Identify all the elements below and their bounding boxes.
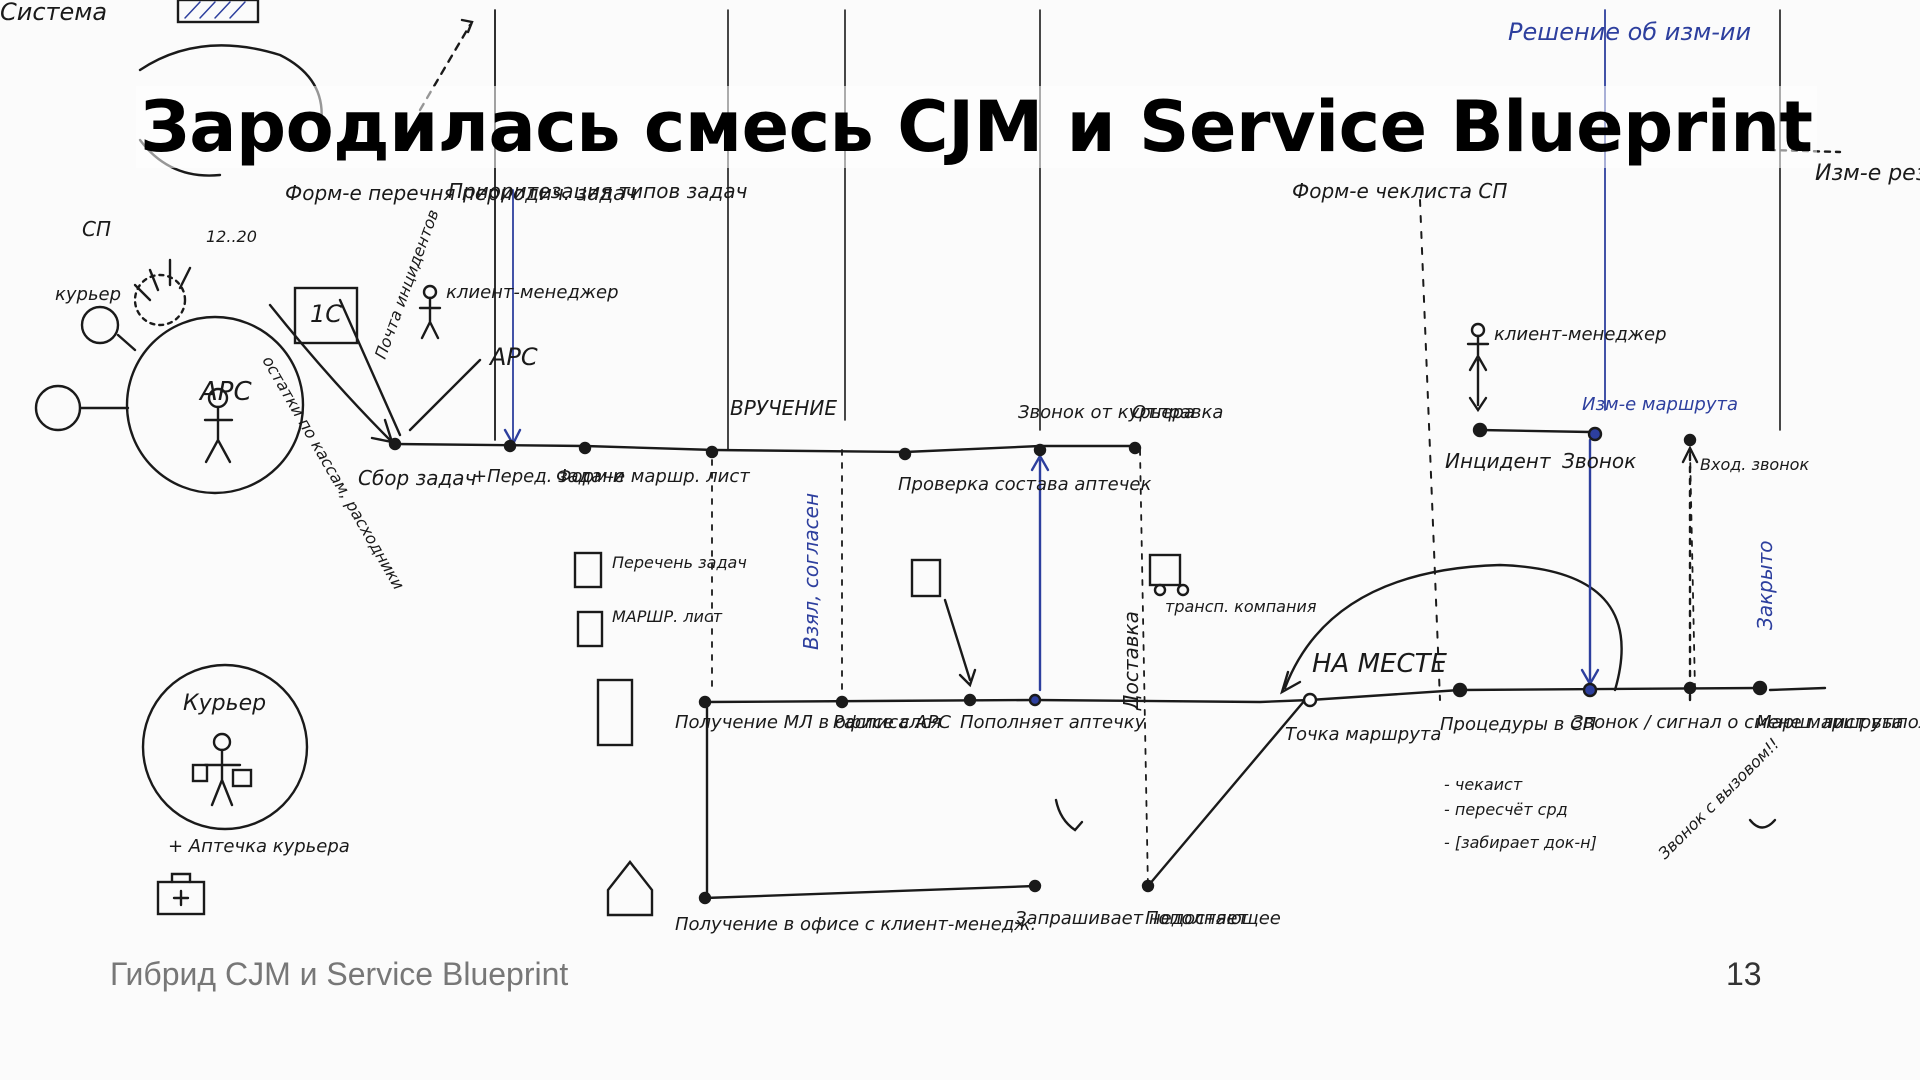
line-1	[393, 442, 1137, 454]
receive-ml-label: Получение МЛ в офисе с АРС	[675, 712, 951, 733]
receive-office-label: Получение в офисе с клиент-менедж.	[675, 914, 1036, 935]
apc-label: АРС	[198, 377, 252, 407]
on-site-label: НА МЕСТЕ	[1312, 649, 1447, 679]
incident-label: Инцидент	[1445, 449, 1552, 473]
route-change-label: Изм-е маршрута	[1582, 394, 1738, 415]
check-label: Проверка состава аптечек	[898, 474, 1151, 495]
medical-kit-icon	[156, 880, 206, 916]
sp-range-label: 12..20	[206, 227, 257, 246]
call-change-label: Звонок / сигнал о смене маршрута	[1572, 712, 1903, 733]
closed-label: Закрыто	[1753, 540, 1777, 630]
incident-mail-label: Почта инцидентов	[371, 207, 443, 362]
sp-label: СП	[82, 217, 111, 241]
system-label: Система	[0, 0, 107, 26]
form-checklist-label: Форм-е чеклиста СП	[1292, 179, 1507, 203]
courier-kit-label: + Аптечка курьера	[168, 836, 350, 857]
truck-icon	[1148, 553, 1182, 587]
one-c-label: 1С	[310, 300, 342, 328]
courier-circle-1	[80, 305, 120, 345]
task-list-icon	[573, 551, 603, 589]
route-sheet-label: МАРШР. лист	[612, 607, 723, 626]
call-courier-label: Звонок от курьера	[1018, 402, 1195, 423]
requests-label: Запрашивает недостающее	[1015, 908, 1281, 929]
courier-small-label: курьер	[55, 284, 121, 305]
courier-circle	[141, 663, 309, 831]
apc2-label: АРС	[488, 343, 538, 371]
entry-call-label: Вход. звонок	[1700, 455, 1809, 474]
prioritization-label: Приоритезация типов задач	[448, 179, 748, 203]
checklist-icon	[910, 558, 942, 598]
office-building-icon	[596, 678, 634, 747]
one-c-box	[293, 286, 359, 345]
loop-arrow	[1283, 563, 1623, 692]
client-manager-label: клиент-менеджер	[446, 282, 619, 303]
dispatch-label: Отправка	[1132, 402, 1223, 423]
route-point-label: Точка маршрута	[1285, 724, 1441, 745]
delivery-label: Доставка	[1119, 611, 1143, 711]
route-sheet-icon	[576, 610, 604, 648]
task-list-label: Перечень задач	[612, 553, 747, 572]
collect-label: Сбор задач	[358, 466, 477, 490]
line-3	[703, 884, 1037, 900]
proc-1-label: - чекаист	[1444, 775, 1523, 794]
form-periodic-label: Форм-е перечня периодич. задач	[285, 181, 637, 205]
courier-label: Курьер	[183, 691, 266, 716]
apc-circle	[125, 315, 305, 495]
client-manager-right-label: клиент-менеджер	[1494, 324, 1667, 345]
page-number: 13	[1726, 956, 1762, 992]
took-agreed-label: Взял, согласен	[799, 493, 823, 650]
procedures-label: Процедуры в СП	[1440, 714, 1597, 735]
call-recall-label: Звонок с вызовом!!	[1654, 734, 1783, 863]
call-label: Звонок	[1562, 449, 1636, 473]
handover-label: ВРУЧЕНИЕ	[730, 396, 837, 420]
transport-label: трансп. компания	[1165, 597, 1317, 616]
refill-label: Пополняет аптечку	[960, 712, 1146, 733]
proc-2-label: - пересчёт срд	[1444, 800, 1568, 819]
courier-circle-2	[34, 384, 82, 432]
house-icon	[606, 860, 654, 917]
route-form-label: Форм-е маршр. лист	[556, 466, 750, 487]
decision-label: Решение об изм-ии	[1508, 18, 1751, 46]
reservation-label: Изм-е резервов времени курьеров	[1815, 161, 1920, 186]
refills-label: Пополняет	[1145, 908, 1249, 929]
proc-3-label: - [забирает док-н]	[1444, 833, 1597, 852]
transfer-label: +Перед. задачи	[472, 466, 625, 487]
route-done-label: Марш. лист выполнен	[1756, 712, 1920, 733]
system-box	[176, 0, 260, 24]
slide-title: Зародилась смесь CJM и Service Blueprint	[136, 86, 1817, 168]
slide-footer: Гибрид CJM и Service Blueprint	[110, 956, 569, 992]
line-2	[703, 698, 1312, 704]
sign-label: Расписался	[833, 712, 942, 733]
